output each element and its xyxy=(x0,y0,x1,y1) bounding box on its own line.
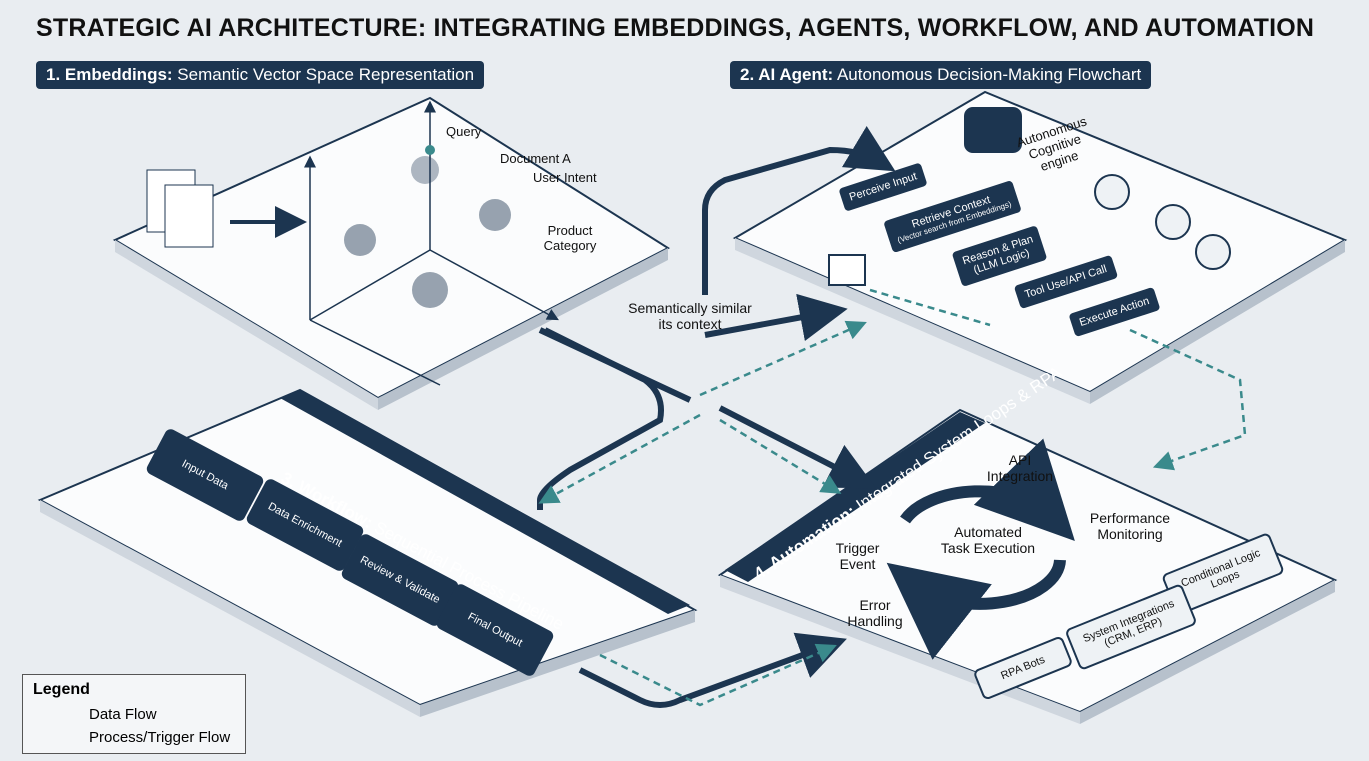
panel-embeddings xyxy=(112,96,671,410)
documents-icon xyxy=(146,169,307,248)
label-user-intent: User Intent xyxy=(533,170,597,185)
automation-cycle-icon xyxy=(886,438,1075,660)
vector-space-plot xyxy=(304,100,559,386)
section-number: 1. Embeddings: xyxy=(46,65,173,84)
section-number: 2. AI Agent: xyxy=(740,65,834,84)
section-text: Semantic Vector Space Representation xyxy=(172,65,475,84)
legend-data-flow: Data Flow xyxy=(89,706,157,723)
label-error-handling: Error Handling xyxy=(847,597,903,630)
label-performance-monitoring: Performance Monitoring xyxy=(1089,510,1171,543)
connector-label: Semantically similar its context xyxy=(628,300,752,333)
legend-process-flow: Process/Trigger Flow xyxy=(89,729,231,746)
label-document-a: Document A xyxy=(500,151,571,166)
legend: Legend Data Flow Process/Trigger Flow xyxy=(22,674,246,754)
label-trigger-event: Trigger Event xyxy=(835,540,880,573)
automation-center-label: Automated Task Execution xyxy=(940,524,1036,557)
process-flow-arrows xyxy=(538,288,1247,707)
section-header-embeddings: 1. Embeddings: Semantic Vector Space Rep… xyxy=(36,61,485,89)
agent-tool-icons xyxy=(828,107,1231,286)
label-query: Query xyxy=(446,124,482,139)
vector-clusters xyxy=(344,145,511,308)
page-title: STRATEGIC AI ARCHITECTURE: INTEGRATING E… xyxy=(36,14,1315,42)
label-product-category: Product Category xyxy=(543,223,597,253)
label-api-integration: API Integration xyxy=(986,452,1054,485)
section-header-agent: 2. AI Agent: Autonomous Decision-Making … xyxy=(730,61,1152,89)
section-text: Autonomous Decision-Making Flowchart xyxy=(833,65,1142,84)
legend-title: Legend xyxy=(33,681,90,698)
